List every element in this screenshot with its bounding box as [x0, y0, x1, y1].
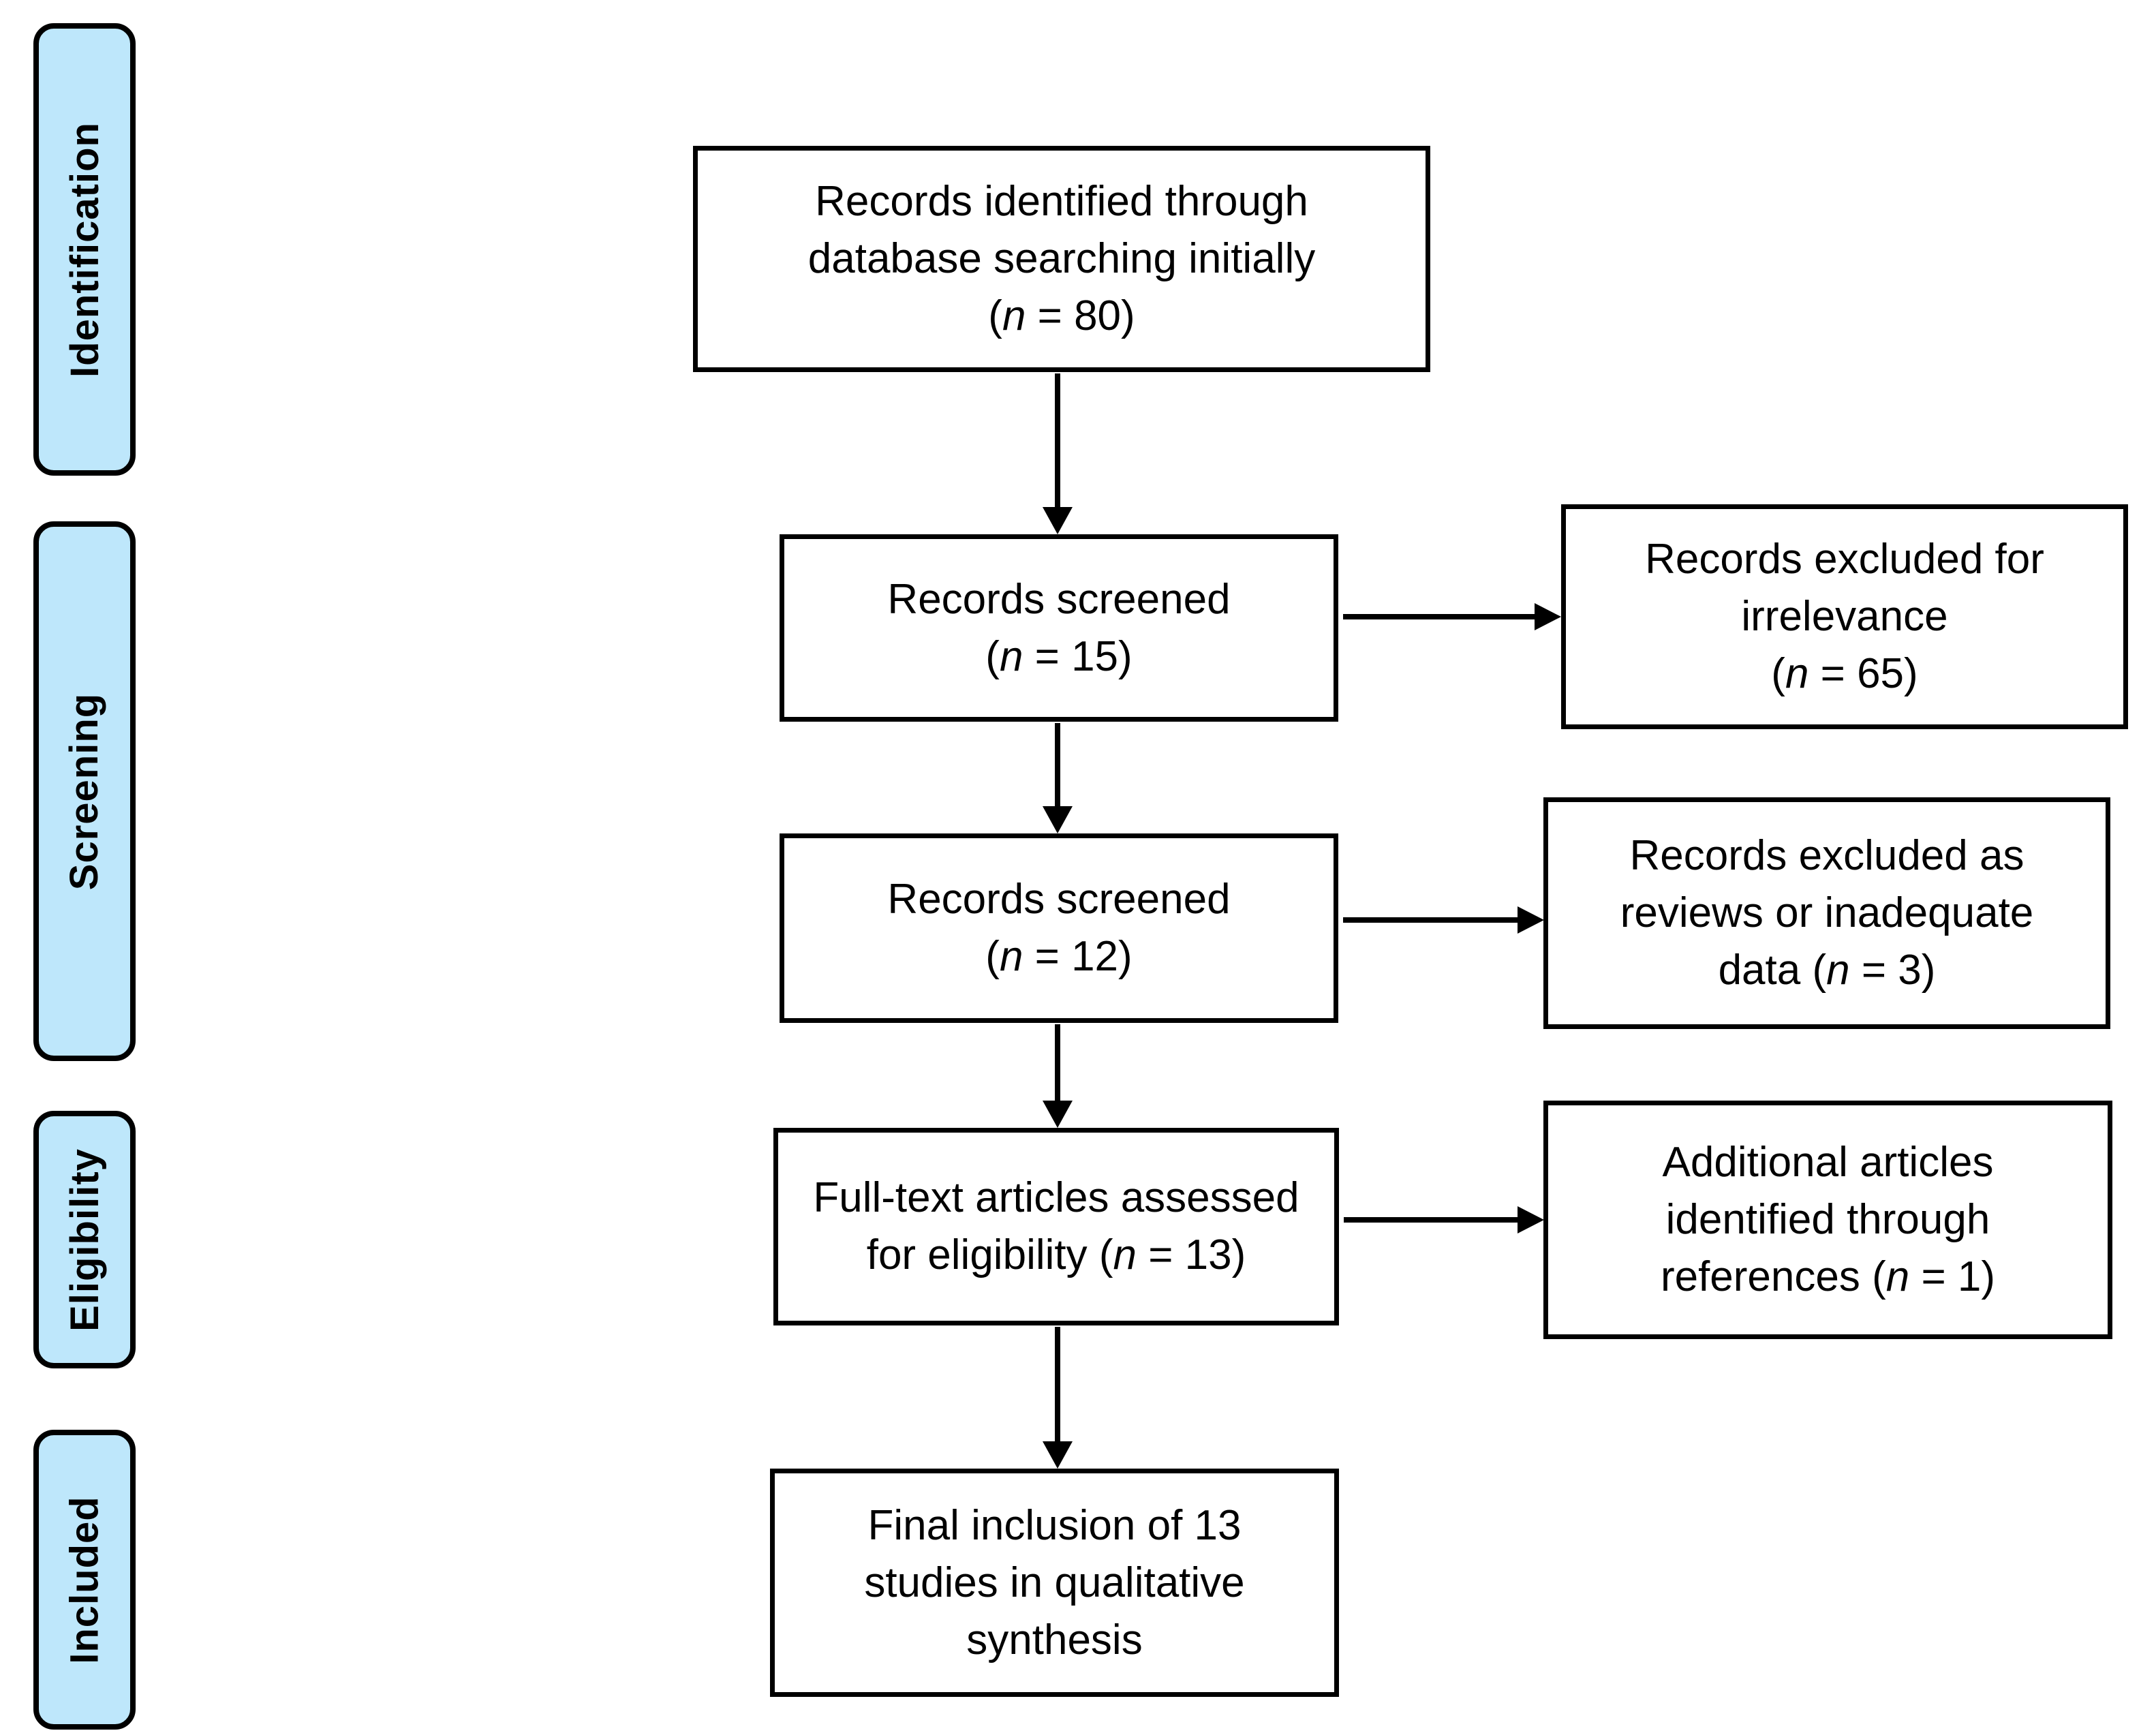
box-records-identified: Records identified through database searc… [693, 146, 1430, 372]
box-text-line: Records screened [887, 876, 1231, 923]
box-fulltext-assessed: Full-text articles assessed for eligibili… [773, 1128, 1339, 1325]
box-text-line: Records excluded for [1645, 536, 2044, 583]
arrow-right-head [1518, 1206, 1544, 1233]
box-records-screened-1: Records screened (n = 15) [780, 534, 1338, 722]
arrow-line [1055, 1024, 1060, 1103]
stage-included: Included [33, 1430, 136, 1730]
box-text-line: database searching initially [807, 235, 1316, 282]
box-text-line: (n = 15) [985, 632, 1133, 680]
box-records-screened-2: Records screened (n = 12) [780, 833, 1338, 1023]
box-text-line: Records screened [887, 575, 1231, 623]
stage-identification: Identification [33, 23, 136, 476]
box-text-line: Records identified through [815, 178, 1308, 225]
box-text-line: Final inclusion of 13 [867, 1501, 1242, 1549]
box-excluded-irrelevance: Records excluded for irrelevance (n = 65) [1561, 504, 2128, 729]
arrow-down-head [1043, 507, 1073, 534]
stage-eligibility: Eligibility [33, 1111, 136, 1368]
arrow-line [1344, 1217, 1519, 1223]
box-text-line: synthesis [966, 1616, 1143, 1663]
arrow-line [1343, 614, 1537, 619]
arrow-line [1055, 1327, 1060, 1443]
box-text-line: data (n = 3) [1718, 947, 1936, 994]
arrow-line [1343, 917, 1519, 923]
box-text-line: (n = 80) [988, 292, 1135, 339]
box-text-line: (n = 12) [985, 933, 1133, 980]
arrow-down-head [1043, 806, 1073, 833]
box-text-line: references (n = 1) [1660, 1253, 1996, 1300]
box-additional-articles: Additional articles identified through ref… [1543, 1101, 2112, 1339]
box-text-line: irrelevance [1741, 593, 1948, 640]
box-text-line: identified through [1665, 1196, 1990, 1243]
box-excluded-reviews: Records excluded as reviews or inadequate… [1543, 797, 2110, 1029]
stage-included-label: Included [62, 1495, 107, 1664]
box-text-line: studies in qualitative [864, 1559, 1245, 1606]
arrow-right-head [1518, 906, 1544, 934]
arrow-right-head [1535, 603, 1561, 630]
box-text-line: (n = 65) [1771, 650, 1918, 697]
box-text-line: Full-text articles assessed [813, 1174, 1299, 1221]
arrow-down-head [1043, 1441, 1073, 1469]
arrow-line [1055, 723, 1060, 808]
box-text-line: reviews or inadequate [1620, 889, 2034, 936]
arrow-line [1055, 373, 1060, 510]
stage-screening-label: Screening [62, 692, 107, 890]
arrow-down-head [1043, 1101, 1073, 1128]
box-text-line: Additional articles [1662, 1139, 1994, 1186]
box-text-line: Records excluded as [1629, 832, 2024, 879]
box-text-line: for eligibility (n = 13) [866, 1231, 1246, 1278]
stage-eligibility-label: Eligibility [62, 1148, 107, 1332]
box-final-inclusion: Final inclusion of 13 studies in qualitat… [770, 1469, 1339, 1697]
stage-identification-label: Identification [62, 121, 107, 378]
stage-screening: Screening [33, 521, 136, 1061]
